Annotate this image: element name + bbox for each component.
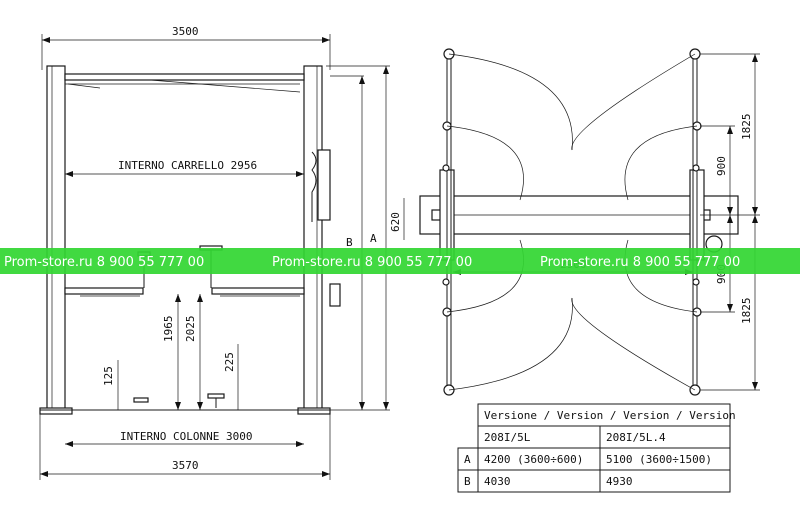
- dim-125: 125: [102, 366, 115, 386]
- dim-1825-bottom: 1825: [740, 298, 753, 325]
- dim-900-top: 900: [715, 156, 728, 176]
- watermark-text-3: Prom-store.ru 8 900 55 777 00: [540, 255, 740, 270]
- dim-2025: 2025: [184, 316, 197, 343]
- label-interno-colonne: INTERNO COLONNE 3000: [120, 430, 252, 443]
- dim-base-width: 3570: [172, 459, 199, 472]
- dim-620: 620: [389, 212, 402, 232]
- watermark-text-1: Prom-store.ru 8 900 55 777 00: [4, 255, 204, 270]
- dim-1825-top: 1825: [740, 114, 753, 141]
- label-a: A: [370, 232, 377, 245]
- model-1: 208I/5L: [484, 431, 531, 444]
- row-b-value-1: 4030: [484, 475, 511, 488]
- label-interno-carrello: INTERNO CARRELLO 2956: [118, 159, 257, 172]
- left-column: [39, 65, 73, 415]
- right-column: [297, 65, 341, 415]
- dim-225: 225: [223, 352, 236, 372]
- row-a-value-2: 5100 (3600÷1500): [606, 453, 712, 466]
- top-view: 620: [389, 48, 760, 396]
- row-a-value-1: 4200 (3600÷600): [484, 453, 583, 466]
- model-2: 208I/5L.4: [606, 431, 666, 444]
- dim-1965: 1965: [162, 316, 175, 343]
- top-beam: [64, 73, 305, 93]
- watermark-band: Prom-store.ru 8 900 55 777 00 Prom-store…: [0, 248, 800, 274]
- spec-table: Versione / Version / Version / Version 2…: [457, 403, 736, 493]
- row-a-key: A: [464, 453, 471, 466]
- dim-total-width: 3500: [172, 25, 199, 38]
- watermark-text-2: Prom-store.ru 8 900 55 777 00: [272, 255, 472, 270]
- row-b-value-2: 4930: [606, 475, 633, 488]
- front-view: 3500 INTERNO CARRELLO 2956: [39, 25, 390, 480]
- row-b-key: B: [464, 475, 471, 488]
- label-b: B: [346, 236, 353, 249]
- table-header: Versione / Version / Version / Version: [484, 409, 736, 422]
